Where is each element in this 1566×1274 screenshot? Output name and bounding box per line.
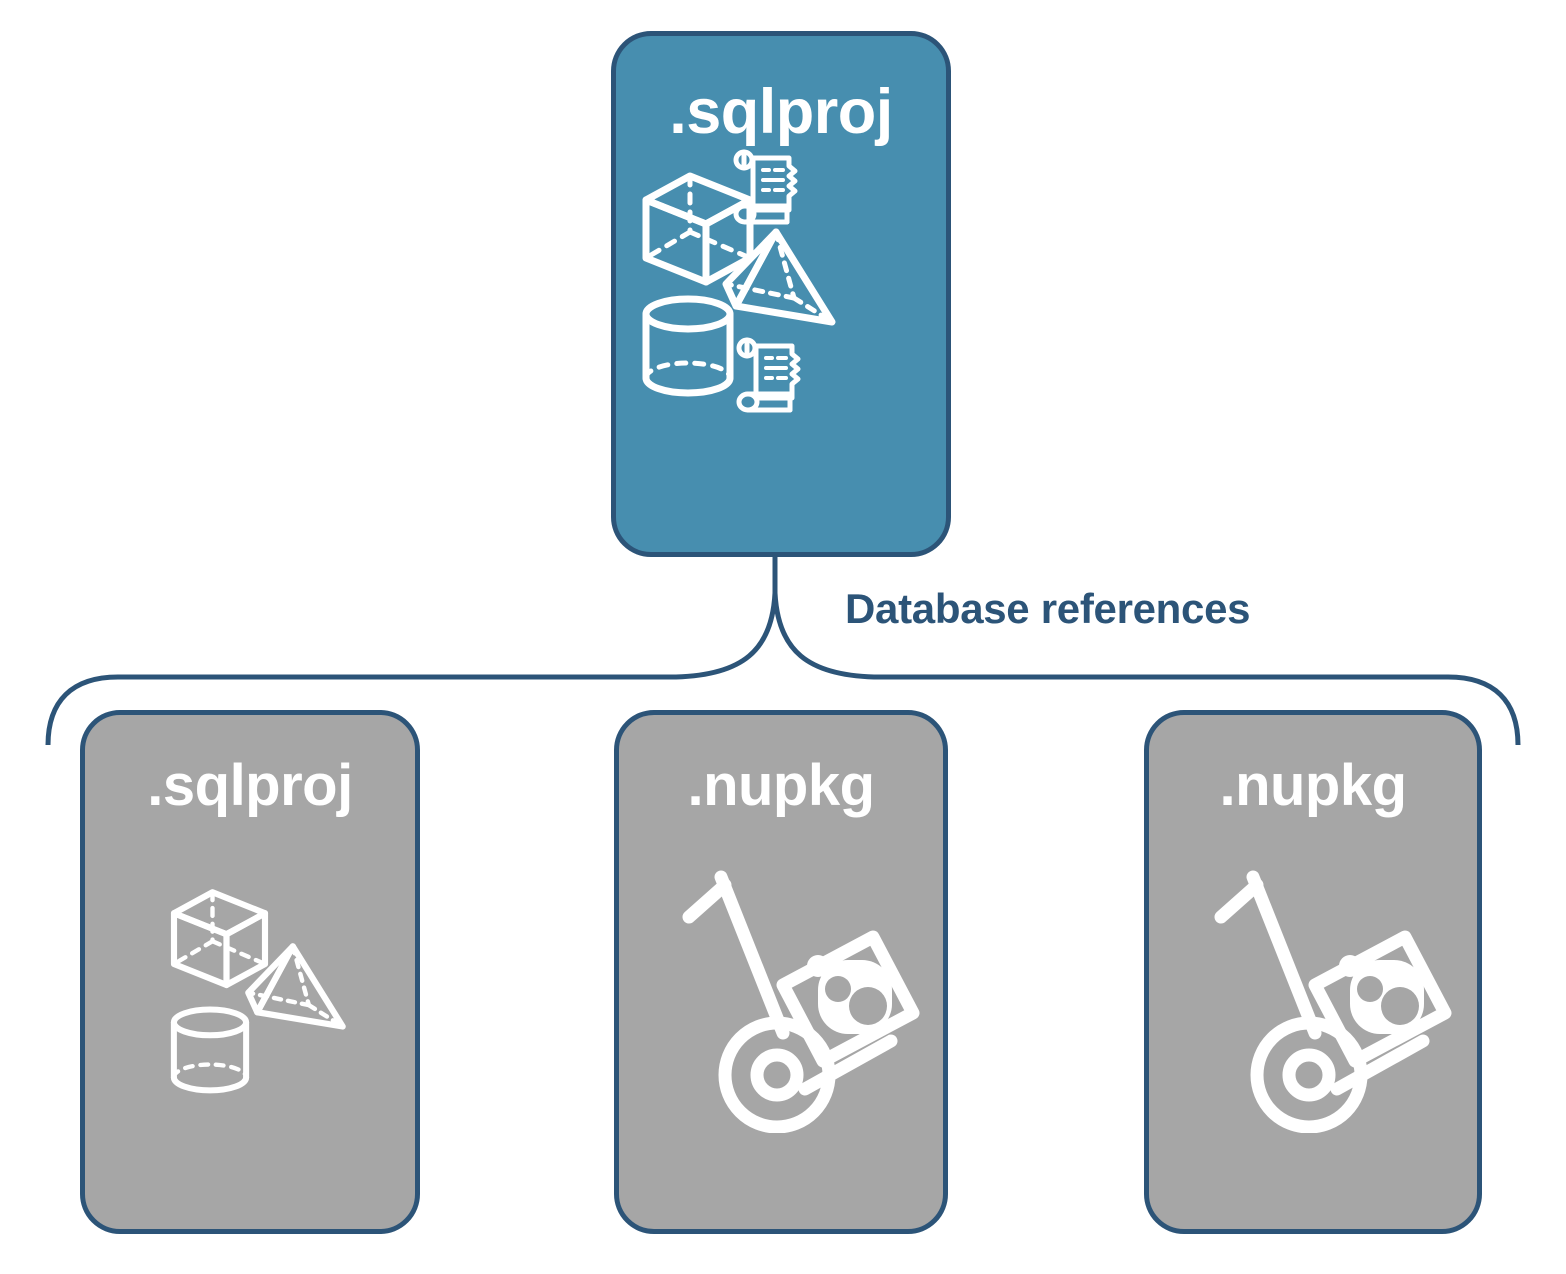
card-sqlproj-primary[interactable]: .sqlproj [611,31,951,557]
card-title: .nupkg [1219,753,1407,818]
card-artwork-sqlproj [85,815,415,1229]
cylinder-wireframe-icon [170,1006,250,1094]
hand-truck-package-icon [1214,870,1452,1133]
card-nupkg-reference-1[interactable]: .nupkg [614,710,948,1234]
cube-wireframe-icon [170,889,269,989]
pyramid-wireframe-icon [245,943,346,1030]
card-artwork-nupkg [1149,815,1477,1229]
card-title: .nupkg [687,753,875,818]
cylinder-wireframe-icon [642,295,734,397]
scroll-icon [736,337,801,413]
card-title: .sqlproj [669,77,893,147]
scroll-icon [733,149,798,225]
card-sqlproj-reference[interactable]: .sqlproj [80,710,420,1234]
hand-truck-package-icon [682,870,920,1133]
card-artwork-sqlproj-full [616,144,946,552]
card-nupkg-reference-2[interactable]: .nupkg [1144,710,1482,1234]
bracket-label: Database references [845,585,1251,632]
pyramid-wireframe-icon [722,228,836,326]
card-title: .sqlproj [147,753,353,818]
card-artwork-nupkg [619,815,943,1229]
